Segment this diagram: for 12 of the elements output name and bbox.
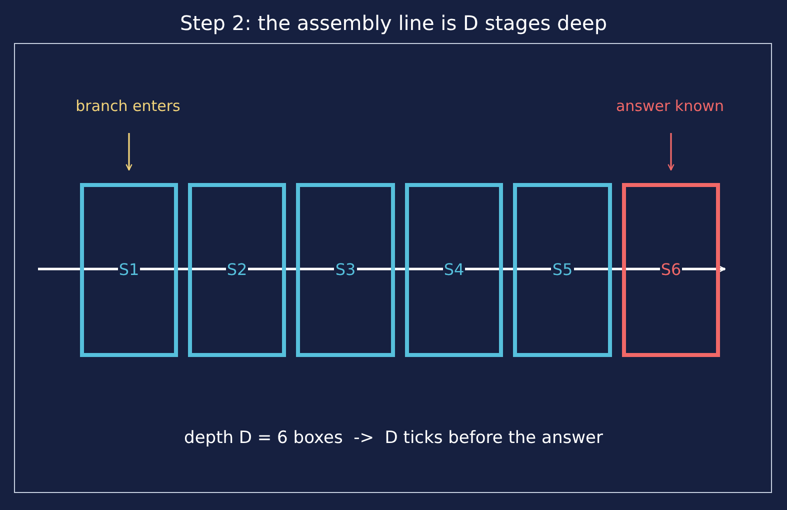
stage-box: [405, 183, 503, 357]
callout-text: branch enters: [76, 97, 180, 115]
stage-box: [188, 183, 286, 357]
stage-box: [80, 183, 178, 357]
arrow: [126, 133, 132, 171]
callout-text: answer known: [616, 97, 724, 115]
stage-box: [513, 183, 612, 357]
diagram-title: Step 2: the assembly line is D stages deep: [178, 11, 608, 35]
arrow: [668, 133, 674, 171]
footnote-text: depth D = 6 boxes -> D ticks before the answer: [183, 428, 604, 448]
stage-box: [622, 183, 720, 357]
stage-box: [296, 183, 395, 357]
